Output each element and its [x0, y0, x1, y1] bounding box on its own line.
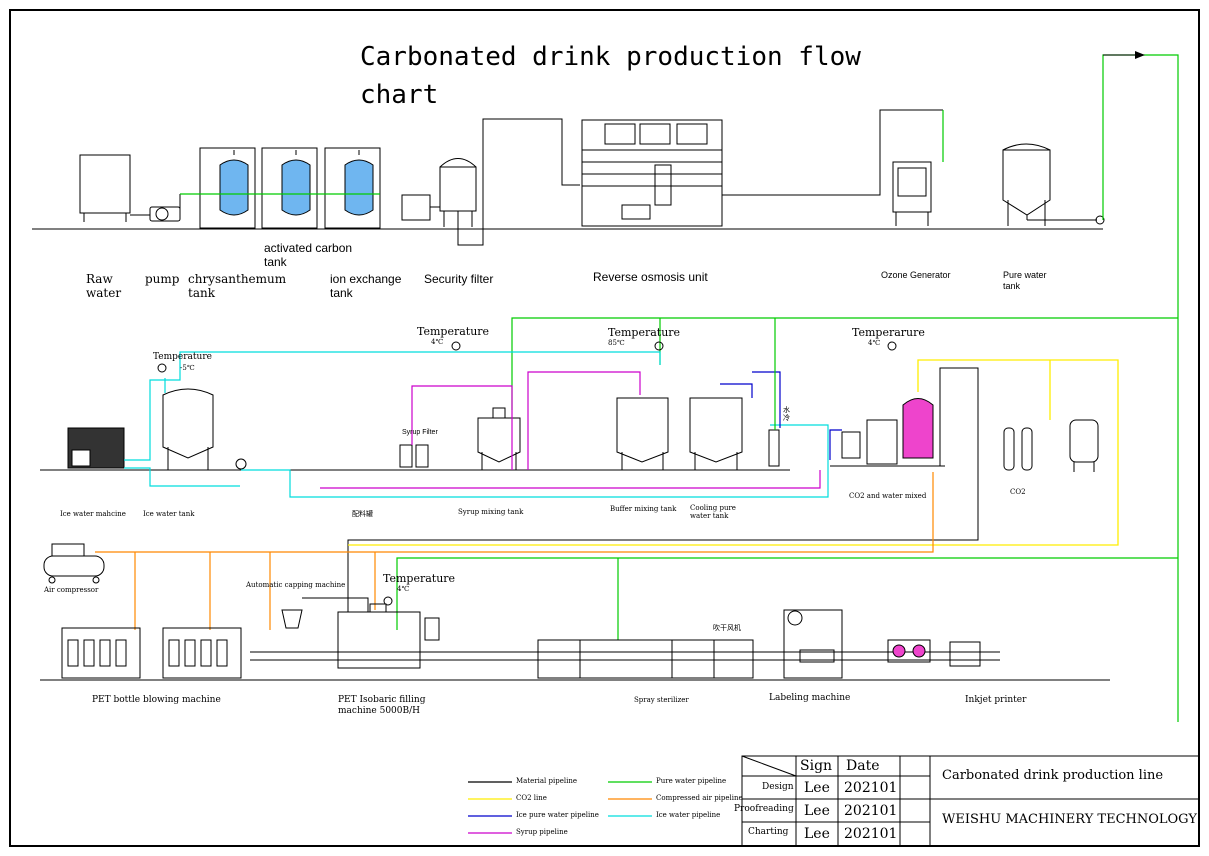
label-labeling-machine: Labeling machine — [769, 693, 851, 703]
label-reverse-osmosis-unit: Reverse osmosis unit — [593, 270, 708, 284]
label-syrup-filter: Syrup Filter — [402, 429, 438, 436]
label-ion-exchange-tank: ion exchange tank — [330, 272, 402, 301]
title-block-date-charting: 202101 — [844, 826, 898, 842]
pure-water-tank — [1002, 149, 1051, 216]
ice-pure-water-pipeline — [720, 371, 842, 460]
co2-line — [348, 359, 1119, 546]
title-block-company: WEISHU MACHINERY TECHNOLOGY — [942, 812, 1197, 827]
ice-water-pipeline — [124, 351, 829, 498]
legend-swatches — [468, 781, 652, 834]
label-pet-bottle-blowing-machine: PET bottle blowing machine — [92, 695, 221, 705]
label-activated-carbon-tank: activated carbon tank — [264, 241, 353, 270]
label-temperature-4: Temperarure 4℃ — [852, 326, 925, 348]
title-block-sign-header: Sign — [800, 758, 833, 774]
legend-compressed-air-pipeline: Compressed air pipeline — [656, 794, 743, 802]
compressed-air-pipeline — [95, 472, 934, 630]
label-security-filter: Security filter — [424, 272, 494, 286]
label-raw-water: Raw water — [86, 272, 122, 301]
syrup-filter — [399, 444, 413, 468]
diagram-title: Carbonated drink production flow chart — [360, 42, 861, 110]
activated-carbon-tank — [281, 159, 311, 216]
label-chrysanthemum-tank: chrysanthemum tank — [188, 272, 287, 301]
spray-sterilizer — [537, 639, 754, 679]
label-pet-isobaric-filling-machine: PET Isobaric filling machine 5000B/H — [338, 695, 426, 716]
raw-water-tank — [79, 154, 131, 214]
label-water-cooling: 水 冷 — [783, 406, 790, 423]
title-block-line-name: Carbonated drink production line — [942, 768, 1164, 783]
label-temperature-2: Temperature 4℃ — [417, 325, 490, 347]
title-block-date-header: Date — [846, 758, 880, 774]
label-temperature-1: Temperature — [153, 352, 212, 362]
chrysanthemum-tank — [219, 159, 249, 216]
pet-blowing-machine-2 — [162, 627, 242, 679]
ozone-generator — [892, 161, 932, 213]
capping-hopper — [281, 609, 303, 629]
label-temperature-3: Temperature 85℃ — [608, 326, 681, 348]
bottling-section — [40, 543, 1110, 681]
legend-ice-water-pipeline: Ice water pipeline — [656, 811, 721, 819]
legend-pure-water-pipeline: Pure water pipeline — [656, 777, 727, 785]
co2-cylinder-1 — [1003, 427, 1015, 471]
title-block-sign-charting: Lee — [804, 826, 830, 842]
label-inkjet-printer: Inkjet printer — [965, 695, 1027, 705]
reverse-osmosis-unit — [581, 119, 723, 227]
syrup-pipeline — [320, 371, 821, 489]
title-block-grid — [741, 755, 1200, 847]
label-batching-tank: 配料罐 — [352, 510, 373, 518]
co2-mixer — [866, 419, 898, 465]
co2-water-mixing-tank — [902, 398, 934, 459]
inkjet-printer — [949, 641, 981, 667]
label-ozone-generator: Ozone Generator — [881, 270, 951, 280]
label-blower: 吹干风机 — [713, 624, 741, 632]
label-temperature-1-value: -5℃ — [180, 364, 195, 372]
ion-exchange-tank — [344, 159, 374, 216]
drawing-border — [9, 9, 1200, 847]
pet-blowing-machine-1 — [61, 627, 141, 679]
label-syrup-mixing-tank: Syrup mixing tank — [458, 508, 524, 516]
label-ice-water-tank: Ice water tank — [143, 510, 195, 518]
pure-water-pipeline — [396, 54, 1179, 722]
label-pure-water-tank: Pure water tank — [1003, 270, 1047, 291]
title-block-date-proofreading: 202101 — [844, 803, 898, 819]
syrup-mixing-tank — [477, 417, 521, 463]
air-compressor-body — [43, 555, 105, 577]
cooling-pure-water-tank — [689, 397, 743, 463]
label-co2-water-mixed: CO2 and water mixed — [849, 492, 927, 500]
legend-ice-pure-water-pipeline: Ice pure water pipeline — [516, 811, 599, 819]
legend-syrup-pipeline: Syrup pipeline — [516, 828, 568, 836]
buffer-mixing-tank — [616, 397, 669, 463]
label-co2: CO2 — [1010, 488, 1026, 496]
ice-water-tank — [162, 388, 214, 459]
label-capping-machine: Automatic capping machine — [246, 581, 346, 589]
co2-cylinder-2 — [1021, 427, 1033, 471]
title-block-sign-design: Lee — [804, 780, 830, 796]
label-pump: pump — [145, 272, 180, 286]
label-spray-sterilizer: Spray sterilizer — [634, 696, 689, 704]
label-cooling-pure-water-tank: Cooling pure water tank — [690, 504, 736, 521]
filter-tanks — [219, 150, 374, 216]
title-block-role-charting: Charting — [748, 827, 789, 837]
syrup-section — [40, 341, 1099, 612]
label-ice-water-machine: Ice water mahcine — [60, 510, 126, 518]
title-block-role-design: Design — [762, 782, 794, 792]
legend-material-pipeline: Material pipeline — [516, 777, 577, 785]
label-temperature-5: Temperature 4℃ — [383, 572, 456, 594]
label-air-compressor: Air compressor — [44, 586, 99, 594]
co2-tank — [1069, 419, 1099, 463]
title-block-date-design: 202101 — [844, 780, 898, 796]
legend-co2-line: CO2 line — [516, 794, 547, 802]
label-buffer-mixing-tank: Buffer mixing tank — [610, 505, 677, 513]
labeling-machine — [783, 609, 843, 679]
title-block-role-proofreading: Proofreading — [734, 804, 794, 814]
security-filter-vessel — [439, 166, 477, 212]
title-block-sign-proofreading: Lee — [804, 803, 830, 819]
